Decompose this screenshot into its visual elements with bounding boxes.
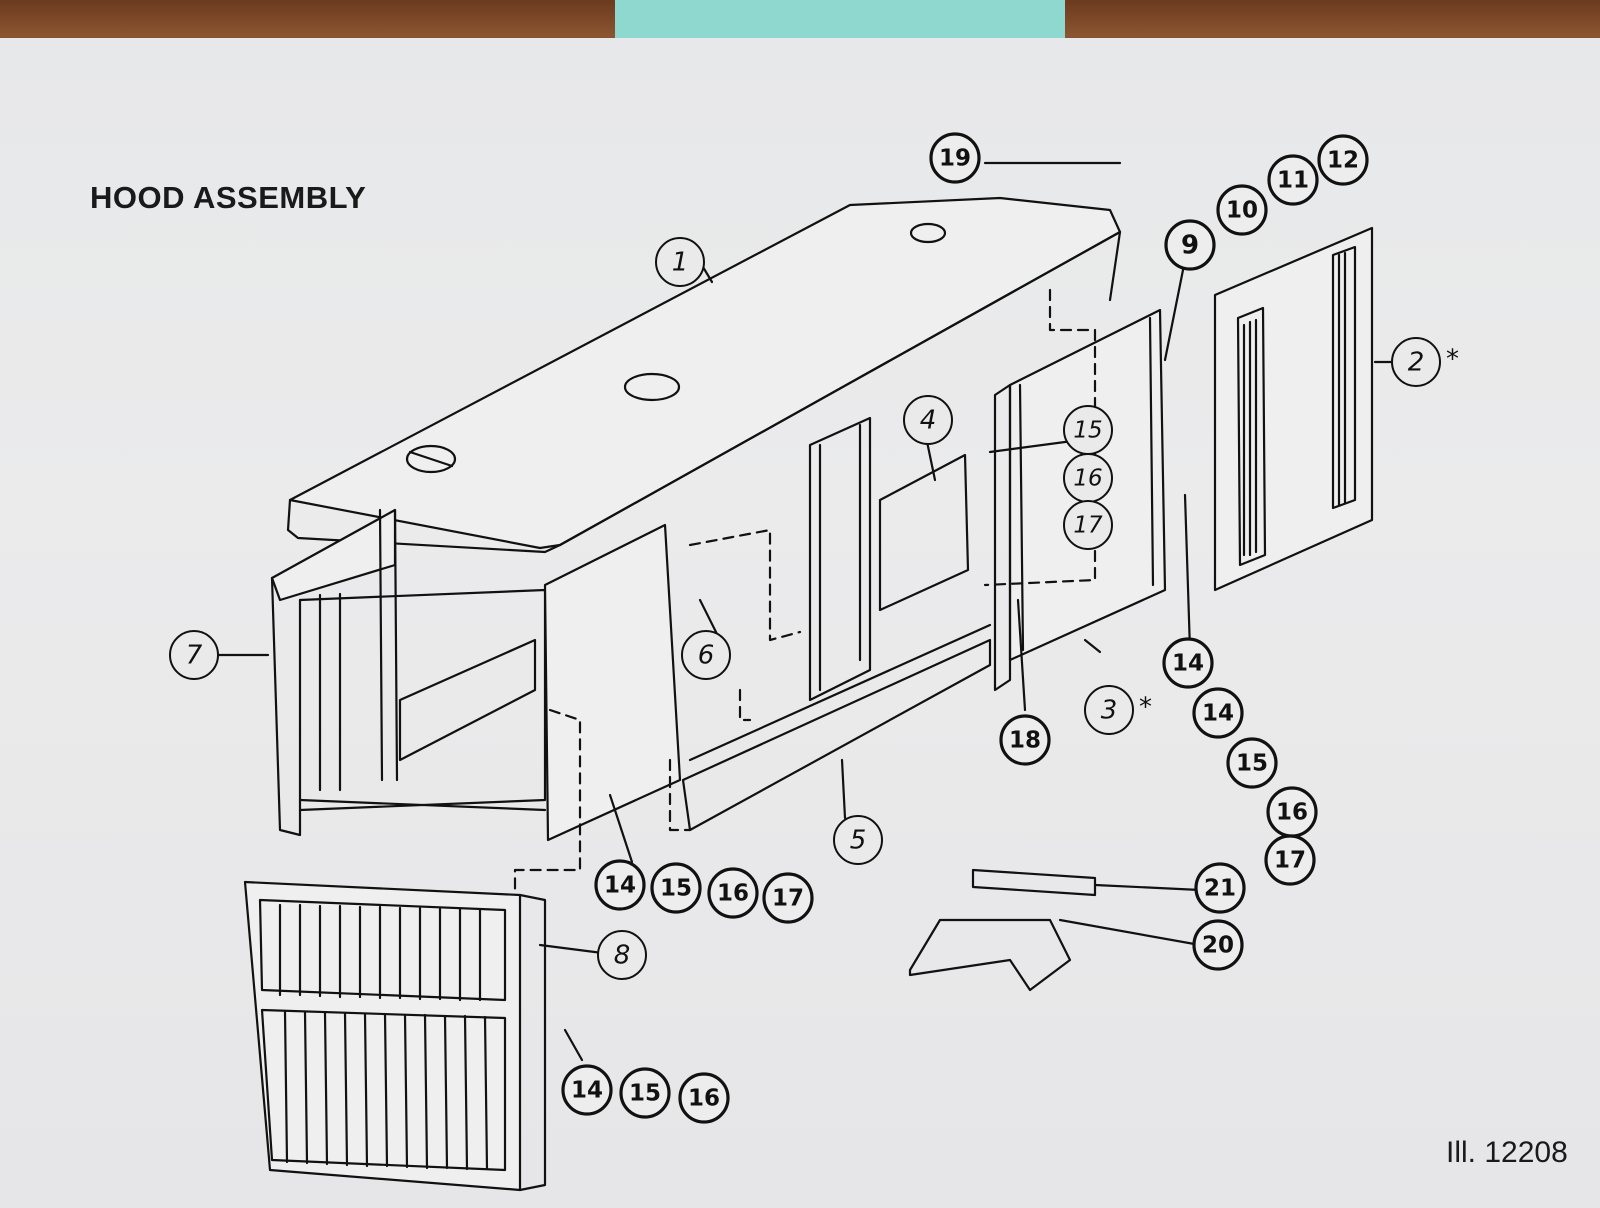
sticky-note [615,0,1065,40]
front-grille [243,880,547,1192]
center-frame [808,416,970,702]
hood-top-panel [286,196,1122,554]
front-center-panel [398,523,682,842]
left-side-panel [270,508,547,837]
diagram-title: HOOD ASSEMBLY [90,180,367,215]
right-grille-panel [1213,226,1374,592]
bottom-rail [681,623,992,832]
illustration-number: Ill. 12208 [1446,1136,1568,1169]
mounting-bracket [908,868,1097,992]
